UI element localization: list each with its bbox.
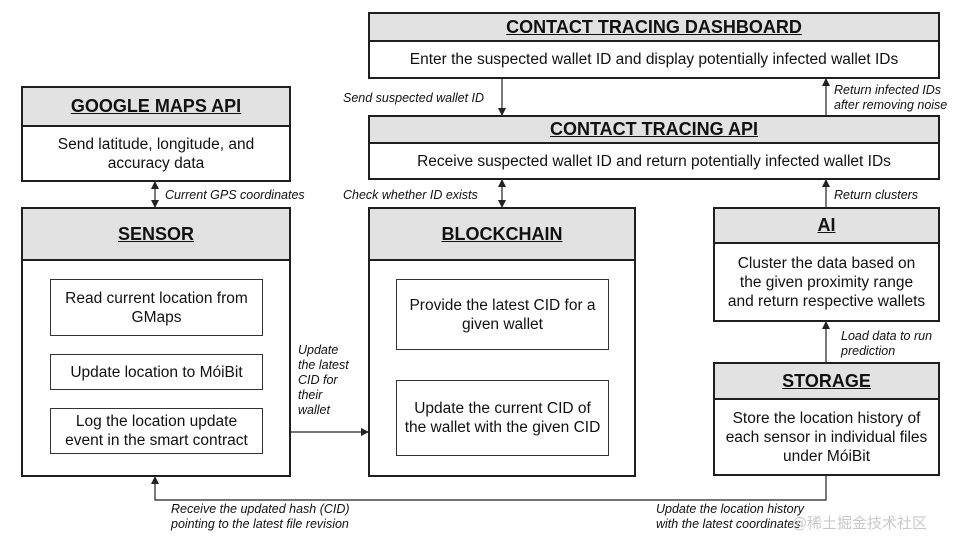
label-receive-hash: Receive the updated hash (CID) pointing … — [171, 502, 350, 531]
dashboard-text: Enter the suspected wallet ID and displa… — [409, 51, 899, 68]
storage-text: Store the location history of each senso… — [725, 409, 928, 465]
dashboard-box: CONTACT TRACING DASHBOARD Enter the susp… — [368, 12, 940, 79]
ai-text: Cluster the data based on the given prox… — [727, 254, 926, 310]
google-maps-title: GOOGLE MAPS API — [23, 88, 289, 127]
storage-title: STORAGE — [715, 364, 938, 400]
sensor-item-log-event: Log the location update event in the sma… — [50, 408, 263, 454]
api-title: CONTACT TRACING API — [370, 117, 938, 144]
sensor-item-read-location: Read current location from GMaps — [50, 279, 263, 336]
label-return-infected: Return infected IDs after removing noise — [834, 83, 948, 112]
ai-box: AI Cluster the data based on the given p… — [713, 207, 940, 322]
blockchain-item-update-cid: Update the current CID of the wallet wit… — [396, 380, 609, 456]
storage-box: STORAGE Store the location history of ea… — [713, 362, 940, 476]
label-gps: Current GPS coordinates — [165, 188, 305, 202]
watermark: @稀土掘金技术社区 — [792, 514, 928, 532]
label-update-history: Update the location history with the lat… — [656, 502, 805, 531]
blockchain-title: BLOCKCHAIN — [370, 209, 634, 261]
ai-title: AI — [715, 209, 938, 244]
dashboard-title: CONTACT TRACING DASHBOARD — [370, 14, 938, 42]
label-load-data: Load data to run prediction — [841, 329, 933, 358]
api-text: Receive suspected wallet ID and return p… — [417, 152, 891, 170]
label-update-cid: Update the latest CID for their wallet — [298, 343, 349, 417]
blockchain-item-provide-cid: Provide the latest CID for a given walle… — [396, 279, 609, 350]
google-maps-box: GOOGLE MAPS API Send latitude, longitude… — [21, 86, 291, 182]
api-box: CONTACT TRACING API Receive suspected wa… — [368, 115, 940, 180]
label-check-id: Check whether ID exists — [343, 188, 478, 202]
sensor-item-update-location: Update location to MóiBit — [50, 354, 263, 390]
sensor-box: SENSOR Read current location from GMaps … — [21, 207, 291, 477]
arrow-storage-to-sensor — [151, 476, 827, 501]
blockchain-box: BLOCKCHAIN Provide the latest CID for a … — [368, 207, 636, 477]
label-return-clusters: Return clusters — [834, 188, 919, 202]
google-maps-text: Send latitude, longitude, and accuracy d… — [57, 135, 255, 172]
sensor-title: SENSOR — [23, 209, 289, 261]
label-send-suspected: Send suspected wallet ID — [343, 91, 485, 105]
